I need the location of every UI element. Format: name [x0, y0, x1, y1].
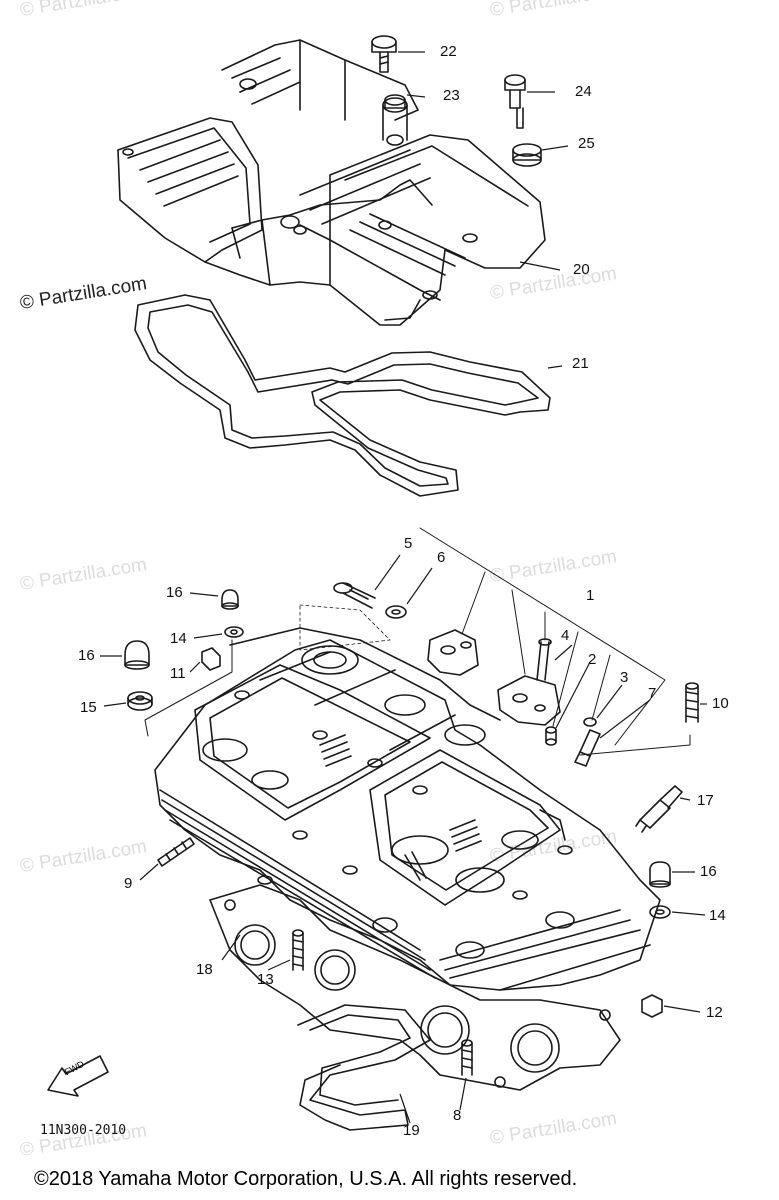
callout-7: 7: [648, 685, 657, 702]
stud-10: [685, 682, 699, 723]
callout-14: 14: [709, 907, 726, 924]
washer-14a: [224, 626, 244, 638]
dowel-2: [545, 726, 557, 746]
oring-3: [583, 717, 597, 727]
spark-plug-17: [635, 785, 683, 833]
head-cover: [117, 39, 546, 326]
callout-15: 15: [80, 699, 97, 716]
callout-19: 19: [403, 1122, 420, 1139]
callout-24: 24: [575, 83, 592, 100]
callout-16: 16: [166, 584, 183, 601]
cylinder-head: [154, 627, 661, 991]
callout-10: 10: [712, 695, 729, 712]
callout-1: 1: [586, 587, 595, 604]
bolt-24: [504, 74, 526, 129]
callout-6: 6: [437, 549, 446, 566]
callout-16: 16: [78, 647, 95, 664]
cap-nut-16b: [124, 640, 150, 670]
bolt-5: [333, 582, 376, 609]
pipe-7: [574, 729, 601, 767]
cap-nut-16c: [649, 861, 671, 888]
callout-16: 16: [700, 863, 717, 880]
stud-13: [292, 929, 304, 971]
diagram-part-code: 11N300-2010: [40, 1123, 127, 1138]
nut-12: [641, 994, 663, 1018]
fwd-arrow-icon: [47, 1055, 109, 1097]
callout-5: 5: [404, 535, 413, 552]
callout-4: 4: [561, 627, 570, 644]
bolt-22: [371, 35, 397, 73]
washer-15: [127, 691, 153, 711]
callout-23: 23: [443, 87, 460, 104]
bracket-1b: [497, 675, 561, 726]
washer-6: [385, 605, 407, 619]
bracket-1a: [427, 629, 479, 676]
callout-18: 18: [196, 961, 213, 978]
nut-11: [201, 647, 221, 671]
cam-chain-gasket: [297, 1004, 431, 1131]
stud-9: [157, 837, 195, 867]
stud-8: [461, 1039, 473, 1076]
callout-3: 3: [620, 669, 629, 686]
bolt-4: [536, 638, 552, 681]
callout-8: 8: [453, 1107, 462, 1124]
callout-17: 17: [697, 792, 714, 809]
callout-12: 12: [706, 1004, 723, 1021]
head-gasket: [209, 884, 621, 1091]
callout-13: 13: [257, 971, 274, 988]
cap-nut-16a: [221, 589, 239, 610]
copyright-notice: ©2018 Yamaha Motor Corporation, U.S.A. A…: [34, 1168, 578, 1190]
washer-25: [512, 143, 542, 167]
callout-20: 20: [573, 261, 590, 278]
callout-25: 25: [578, 135, 595, 152]
callout-21: 21: [572, 355, 589, 372]
callout-14: 14: [170, 630, 187, 647]
callout-22: 22: [440, 43, 457, 60]
cap-nut-23: [384, 94, 406, 109]
callout-2: 2: [588, 651, 597, 668]
callout-9: 9: [124, 875, 133, 892]
washer-14b: [649, 905, 671, 919]
callout-11: 11: [170, 665, 186, 682]
head-cover-gasket: [134, 294, 551, 497]
